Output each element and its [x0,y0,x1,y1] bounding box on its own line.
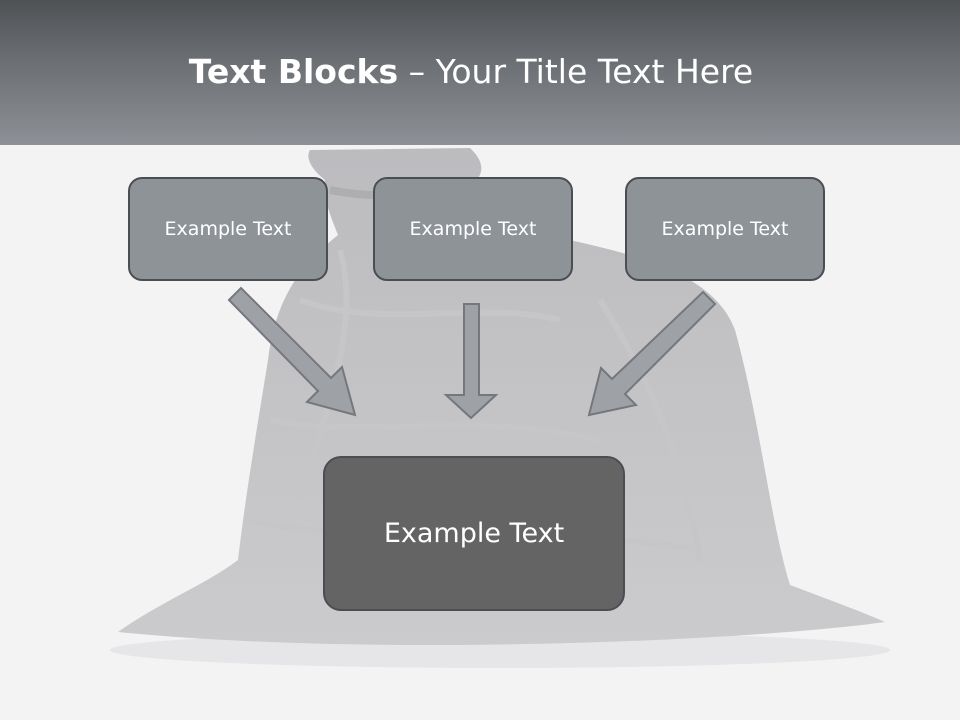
text-block-1[interactable]: Example Text [128,177,328,281]
text-block-2-label: Example Text [409,218,537,240]
title-bar [0,0,960,145]
target-block-label: Example Text [383,518,565,549]
arrow-right [587,290,717,417]
text-block-3[interactable]: Example Text [625,177,825,281]
title-rest: – Your Title Text Here [398,52,754,91]
text-block-3-label: Example Text [661,218,789,240]
target-block[interactable]: Example Text [323,456,625,611]
arrow-left [227,286,357,417]
arrow-center [443,303,499,420]
text-block-1-label: Example Text [164,218,292,240]
slide-title: Text Blocks – Your Title Text Here [0,52,942,91]
title-bold: Text Blocks [188,52,399,91]
text-block-2[interactable]: Example Text [373,177,573,281]
